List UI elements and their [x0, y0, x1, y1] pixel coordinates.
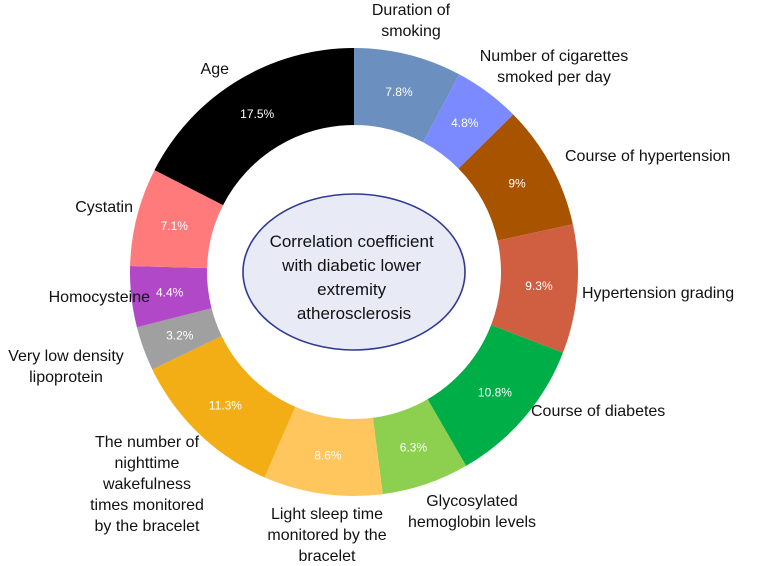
slice-category-label-line: Glycosylated: [426, 493, 518, 510]
donut-slice: [136, 308, 222, 370]
slice-category-label: Number of cigarettes smoked per day: [480, 48, 629, 86]
slice-category-label-line: Light sleep time: [271, 506, 383, 523]
slice-category-label-line: Very low density: [8, 348, 124, 365]
percent-labels-layer: 7.8% 4.8% 9% 9.3% 10.8% 6.3% 8.6% 11.3% 3.2% 4.4%…: [156, 85, 553, 463]
slice-category-label: The number of nighttime wakefulness times m…: [90, 434, 204, 535]
slice-percent-label: 7.8%: [385, 85, 413, 99]
slice-category-label-line: nighttime: [115, 455, 180, 472]
slice-category-label: Cystatin: [75, 199, 133, 216]
slice-category-label-line: smoked per day: [497, 69, 611, 86]
center-label: Correlation coefficient with diabetic lo…: [270, 232, 439, 323]
slice-category-label: Glycosylated hemoglobin levels: [408, 493, 536, 531]
slice-category-label-line: monitored by the: [267, 527, 386, 544]
slice-category-label-line: wakefulness: [102, 476, 191, 493]
slice-category-label-line: Cystatin: [75, 199, 133, 216]
center-label-line: atherosclerosis: [297, 304, 411, 323]
slice-category-label-line: Hypertension grading: [582, 285, 734, 302]
slice-category-label: Homocysteine: [49, 289, 150, 306]
slice-category-label-line: smoking: [381, 23, 441, 40]
donut-slice: [264, 406, 383, 496]
donut-slice: [130, 266, 212, 328]
slice-category-label-line: Number of cigarettes: [480, 48, 629, 65]
slice-percent-label: 8.6%: [314, 449, 342, 463]
slice-percent-label: 4.8%: [451, 116, 479, 130]
donut-slice: [154, 48, 354, 206]
slices-layer: [130, 48, 578, 496]
slice-category-label-line: lipoprotein: [29, 369, 103, 386]
center-label-line: extremity: [317, 280, 386, 299]
center-ellipse: [242, 193, 466, 351]
slice-category-label-line: Age: [201, 61, 230, 78]
donut-slice: [458, 114, 573, 241]
donut-slice: [423, 74, 514, 169]
slice-category-label: Light sleep time monitored by the bracelet: [267, 506, 386, 565]
slice-category-label-line: hemoglobin levels: [408, 514, 536, 531]
donut-slice: [354, 48, 460, 143]
slice-category-label: Duration of smoking: [372, 2, 451, 40]
slice-category-label-line: Duration of: [372, 2, 451, 19]
donut-slice: [427, 324, 563, 466]
slice-percent-label: 3.2%: [166, 329, 194, 343]
center-label-line: Correlation coefficient: [270, 232, 434, 251]
slice-percent-label: 10.8%: [478, 386, 512, 400]
slice-percent-label: 17.5%: [240, 107, 274, 121]
donut-slice: [491, 224, 578, 353]
slice-percent-label: 9.3%: [525, 279, 553, 293]
donut-slice: [130, 170, 224, 269]
slice-category-label-line: Homocysteine: [49, 289, 150, 306]
donut-slice: [152, 335, 296, 478]
slice-category-label: Age: [201, 61, 230, 78]
slice-category-label: Very low density lipoprotein: [8, 348, 124, 386]
donut-slice: [372, 399, 467, 495]
slice-percent-label: 9%: [508, 176, 526, 190]
slice-percent-label: 6.3%: [400, 441, 428, 455]
slice-category-label-line: Course of hypertension: [565, 148, 730, 165]
slice-category-label: Course of hypertension: [565, 148, 730, 165]
slice-percent-label: 4.4%: [156, 286, 184, 300]
slice-category-label-line: The number of: [95, 434, 200, 451]
center-label-line: with diabetic lower: [281, 256, 421, 275]
slice-percent-label: 7.1%: [161, 219, 189, 233]
slice-category-label-line: by the bracelet: [95, 518, 201, 535]
slice-category-label: Hypertension grading: [582, 285, 734, 302]
slice-category-label-line: Course of diabetes: [531, 403, 665, 420]
slice-percent-label: 11.3%: [209, 399, 242, 413]
slice-category-label-line: times monitored: [90, 497, 204, 514]
slice-category-label-line: bracelet: [299, 548, 356, 565]
slice-category-label: Course of diabetes: [531, 403, 665, 420]
